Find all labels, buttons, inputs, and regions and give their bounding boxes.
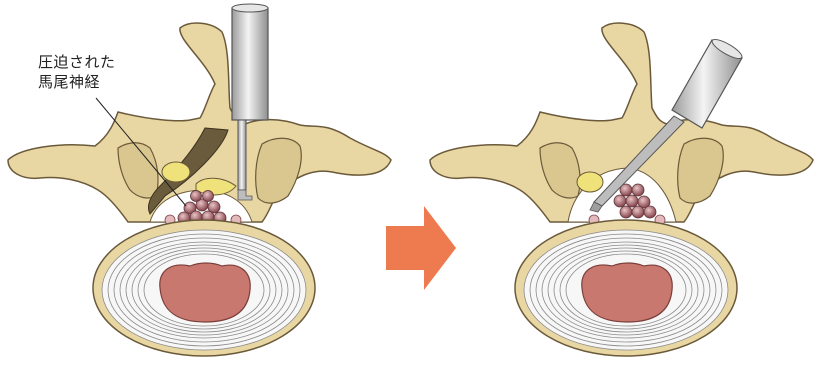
right-facet-after — [678, 138, 724, 203]
right-facet — [256, 138, 302, 203]
right-arrow-icon — [386, 206, 456, 290]
ligament-left — [162, 162, 190, 182]
nucleus-pulposus — [160, 263, 250, 322]
right-vertebra — [430, 23, 813, 356]
ligament-remnant — [577, 172, 603, 192]
callout-label: 圧迫された 馬尾神経 — [38, 52, 116, 92]
nucleus-pulposus-after — [582, 263, 672, 322]
callout-line-2: 馬尾神経 — [38, 72, 116, 92]
callout-line-1: 圧迫された — [38, 52, 116, 72]
